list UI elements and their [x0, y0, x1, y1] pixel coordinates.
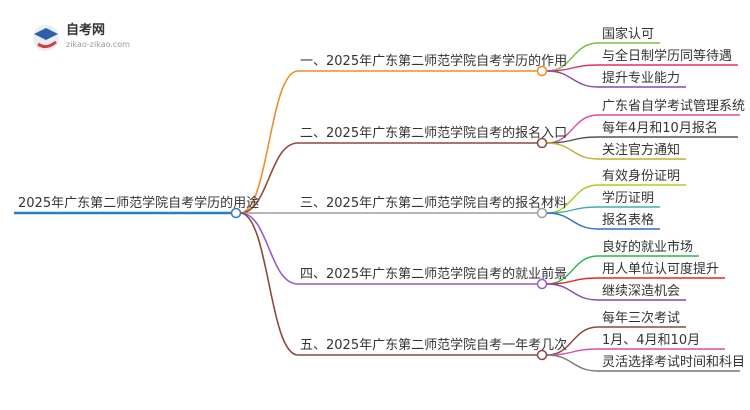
- logo-title: 自考网: [66, 22, 105, 38]
- leaf-node-3-2[interactable]: 学历证明: [602, 190, 654, 206]
- branch-link-1: [239, 70, 299, 214]
- branch-connector-dot-3: [536, 207, 548, 219]
- leaf-node-4-2[interactable]: 用人单位认可度提升: [602, 261, 719, 277]
- root-node-label[interactable]: 2025年广东第二师范学院自考学历的用途: [18, 195, 259, 211]
- leaf-node-3-3[interactable]: 报名表格: [602, 212, 654, 228]
- leaf-node-1-3[interactable]: 提升专业能力: [602, 70, 680, 86]
- branch-link-4: [239, 212, 299, 285]
- branch-node-4[interactable]: 四、2025年广东第二师范学院自考的就业前景: [300, 266, 567, 282]
- branch-connector-dot-5: [536, 349, 548, 361]
- leaf-node-5-3[interactable]: 灵活选择考试时间和科目: [602, 355, 745, 370]
- branch-node-2[interactable]: 二、2025年广东第二师范学院自考的报名入口: [300, 125, 567, 141]
- leaf-node-4-1[interactable]: 良好的就业市场: [602, 239, 693, 255]
- leaf-node-1-2[interactable]: 与全日制学历同等待遇: [602, 48, 732, 64]
- branch-connector-dot-1: [536, 65, 548, 77]
- root-connector-dot: [230, 207, 242, 219]
- branch-connector-dot-2: [536, 137, 548, 149]
- site-logo[interactable]: 自考网 zikao-zikao.com: [33, 22, 130, 51]
- branch-link-2: [239, 142, 299, 214]
- leaf-node-5-2[interactable]: 1月、4月和10月: [602, 333, 700, 348]
- leaf-node-3-1[interactable]: 有效身份证明: [602, 168, 680, 184]
- branch-node-1[interactable]: 一、2025年广东第二师范学院自考学历的作用: [300, 53, 567, 69]
- leaf-node-5-1[interactable]: 每年三次考试: [602, 310, 680, 326]
- logo-cap-shape: [34, 28, 58, 40]
- leaf-node-2-1[interactable]: 广东省自学考试管理系统: [602, 98, 745, 114]
- leaf-link-2-3: [546, 142, 599, 160]
- leaf-link-1-3: [546, 70, 599, 88]
- branch-node-3[interactable]: 三、2025年广东第二师范学院自考的报名材料: [300, 195, 567, 211]
- leaf-link-4-3: [546, 283, 599, 301]
- leaf-node-4-3[interactable]: 继续深造机会: [602, 284, 680, 299]
- branch-node-5[interactable]: 五、2025年广东第二师范学院自考一年考几次: [300, 337, 567, 353]
- leaf-link-5-3: [546, 354, 599, 372]
- leaf-node-2-2[interactable]: 每年4月和10月报名: [602, 120, 718, 136]
- branch-link-5: [239, 212, 299, 356]
- leaf-link-3-3: [546, 212, 599, 230]
- branch-connector-dot-4: [536, 278, 548, 290]
- leaf-node-2-3[interactable]: 关注官方通知: [602, 142, 680, 158]
- mindmap-links: [14, 42, 740, 372]
- logo-url: zikao-zikao.com: [66, 40, 130, 49]
- mindmap-nodes: 2025年广东第二师范学院自考学历的用途 一、2025年广东第二师范学院自考学历的…: [18, 26, 745, 370]
- logo-swoosh: [37, 40, 57, 49]
- leaf-node-1-1[interactable]: 国家认可: [602, 26, 654, 42]
